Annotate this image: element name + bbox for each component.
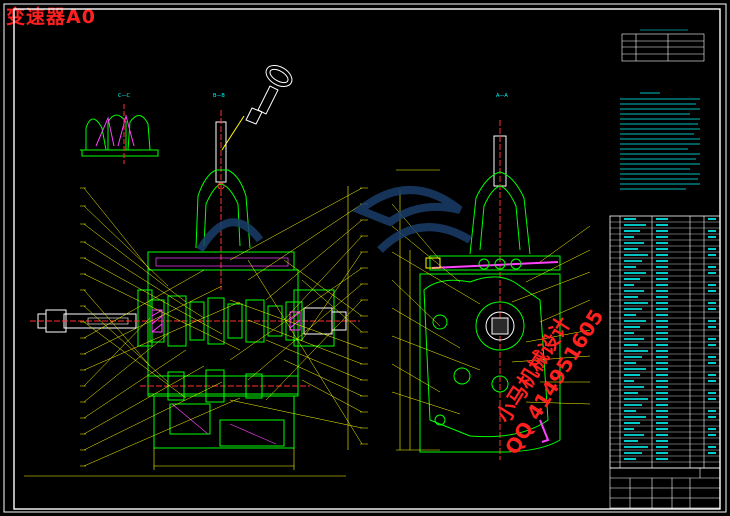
leader-line (391, 335, 481, 371)
leaders-left (80, 187, 241, 467)
leader-line (525, 329, 591, 343)
leader-line (83, 285, 223, 355)
leader-line (83, 187, 151, 271)
leader-line (265, 219, 363, 301)
title-block (609, 467, 721, 509)
leader-line (283, 235, 363, 321)
leader-line (83, 301, 241, 371)
leader-line (265, 299, 363, 401)
leader-line (83, 241, 205, 319)
leader-line (83, 349, 187, 419)
leader-line (391, 391, 461, 415)
drawing-title: 变速器A0 (6, 6, 96, 28)
shift-knob-detail: B—B (213, 65, 293, 151)
leader-line (391, 363, 441, 393)
leader-line (83, 317, 151, 387)
leader-line (83, 381, 223, 451)
leader-line (539, 225, 591, 263)
tech-requirements (620, 92, 700, 190)
leader-line (511, 355, 591, 363)
leader-line (525, 249, 591, 283)
leaders-right (229, 187, 368, 445)
leader-line (301, 279, 363, 333)
leader-line (83, 333, 169, 403)
label-a-a: A—A (496, 93, 508, 99)
leader-line (83, 269, 205, 339)
leader-line (247, 259, 363, 445)
leader-line (83, 321, 187, 399)
leader-line (83, 365, 205, 435)
leader-line (229, 299, 363, 349)
leader-line (83, 397, 241, 467)
leader-line (83, 223, 187, 303)
leader-line (539, 299, 591, 323)
leader-line (247, 203, 363, 281)
leader-line (247, 319, 363, 365)
label-c-c: C—C (118, 93, 130, 99)
leader-line (391, 307, 461, 349)
leader-line (83, 205, 169, 287)
parts-list (609, 215, 721, 469)
leader-line (391, 279, 441, 327)
leader-line (265, 339, 363, 381)
param-table (621, 29, 705, 62)
watermark-logo (196, 186, 473, 253)
view-c-c: C—C (80, 93, 159, 164)
leader-line (301, 251, 363, 341)
outer-frame (3, 3, 727, 513)
main-section (24, 110, 360, 477)
leader-line (391, 251, 481, 305)
leader-line (229, 399, 363, 429)
leader-line (283, 259, 363, 317)
leader-line (83, 305, 169, 383)
leader-line (83, 273, 241, 351)
leader-line (511, 271, 591, 303)
leader-line (83, 289, 151, 367)
inner-frame (13, 8, 721, 510)
view-a-a: A—A (396, 93, 561, 460)
leader-line (229, 187, 363, 261)
label-b-b: B—B (213, 93, 225, 99)
leader-line (525, 401, 591, 405)
leader-line (283, 359, 363, 397)
leader-line (247, 283, 363, 381)
leader-line (229, 267, 363, 361)
leader-line (83, 257, 223, 335)
